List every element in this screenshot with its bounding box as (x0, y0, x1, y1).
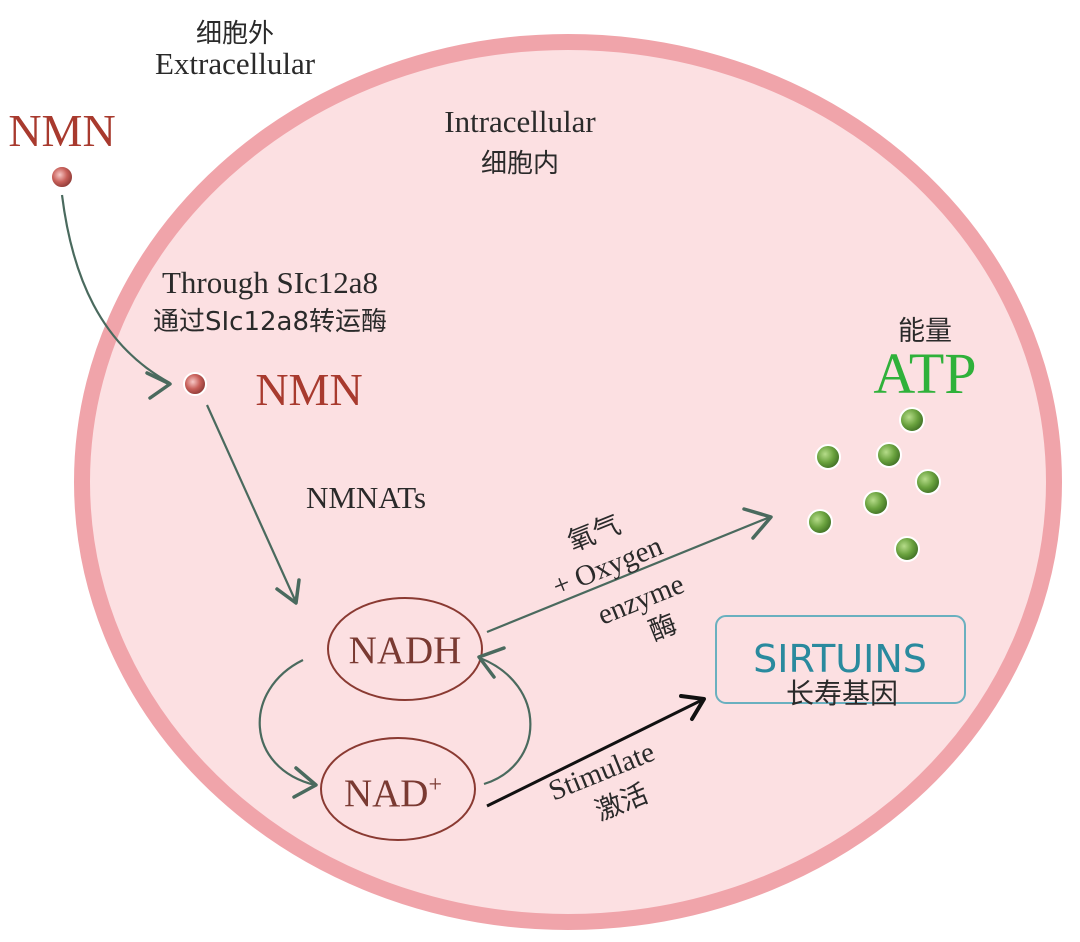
nad-node (320, 737, 476, 841)
atp-molecule (863, 490, 889, 516)
extracellular-label-en: Extracellular (155, 46, 316, 81)
transport-label-en: Through SIc12a8 (162, 265, 378, 300)
nadh-label: NADH (349, 629, 462, 672)
sirtuins-subtitle: 长寿基因 (786, 677, 898, 710)
nmn-inside-label: NMN (255, 364, 362, 415)
extracellular-label-zh: 细胞外 (196, 19, 274, 49)
nadh-to-nad-arc (258, 659, 316, 787)
sirtuins-title: SIRTUINS (753, 637, 927, 681)
nad-to-sirtuins-arrow-head (679, 694, 706, 721)
nmnats-label: NMNATs (306, 480, 426, 515)
atp-molecule (894, 536, 920, 562)
nad-label: NAD+ (344, 772, 442, 815)
atp-molecule (915, 469, 941, 495)
transport-arrow (60, 194, 171, 384)
sirtuins-box (715, 615, 966, 704)
nad-to-sirtuins-arrow (486, 698, 703, 808)
intracellular-label-zh: 细胞内 (481, 149, 559, 179)
energy-label: 能量 (898, 316, 952, 347)
atp-label: ATP (873, 341, 976, 406)
nadh-node (327, 597, 483, 701)
nad-label-superscript: + (428, 772, 442, 798)
nmn-to-nadh-arrow-head (275, 578, 301, 605)
intracellular-label-en: Intracellular (444, 104, 596, 139)
nmn-to-nadh-arrow (205, 404, 297, 601)
atp-molecule (815, 444, 841, 470)
atp-molecule (899, 407, 925, 433)
nadh-to-nad-arc-head (292, 766, 318, 799)
nad-to-nadh-arc-head (477, 646, 506, 679)
atp-molecule (876, 442, 902, 468)
transport-label-zh: 通过SIc12a8转运酶 (153, 307, 387, 337)
nad-to-nadh-arc (479, 656, 532, 786)
nadh-to-atp-arrow-head (742, 507, 773, 540)
nmn-outside-label: NMN (8, 105, 115, 156)
nmn-outside-molecule (50, 165, 74, 189)
transport-arrow-head (145, 371, 172, 400)
nad-label-base: NAD (344, 772, 429, 815)
atp-molecule (807, 509, 833, 535)
nmn-inside-molecule (183, 372, 207, 396)
nadh-to-atp-arrow (486, 515, 771, 634)
